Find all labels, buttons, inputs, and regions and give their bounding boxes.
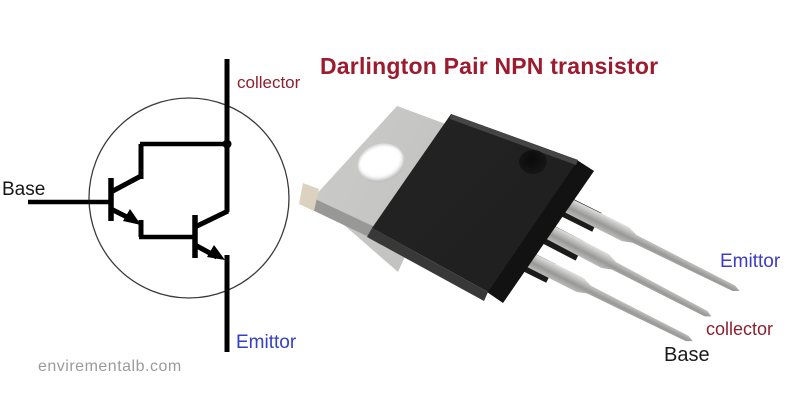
t1-collector-stroke <box>109 173 143 195</box>
photo-collector-label: collector <box>706 319 774 339</box>
schematic-emitter-label: Emittor <box>236 332 297 353</box>
schematic-wires <box>28 59 230 352</box>
t1-emitter-arrow <box>123 209 141 225</box>
t2-emitter-arrow <box>207 245 225 260</box>
junction-dot <box>222 139 232 149</box>
schematic-boundary-circle <box>88 97 290 299</box>
photo-base-label: Base <box>664 344 710 366</box>
schematic-base-label: Base <box>2 179 46 200</box>
page-title: Darlington Pair NPN transistor <box>320 53 659 79</box>
schematic-collector-label: collector <box>237 73 301 92</box>
t2-collector-stroke <box>193 208 230 230</box>
photo-emitter-label: Emittor <box>720 251 781 272</box>
watermark-text: envirementalb.com <box>38 358 182 375</box>
body-indent-dimple <box>519 150 547 174</box>
